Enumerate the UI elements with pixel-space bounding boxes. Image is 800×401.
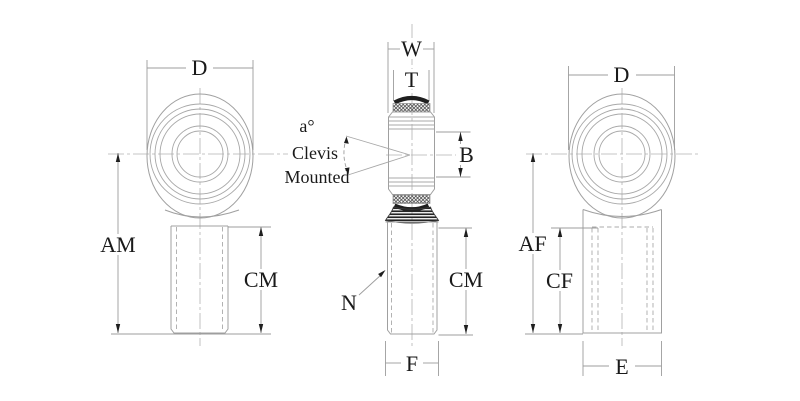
arrowhead <box>115 324 121 333</box>
housing-circle <box>149 103 251 205</box>
dim-label-am: AM <box>100 232 135 257</box>
arrowhead <box>344 167 350 175</box>
dim-label-cf: CF <box>546 268 573 293</box>
top-race-cap <box>393 95 430 105</box>
arrowhead <box>463 325 469 334</box>
misalignment-line-lower <box>347 154 411 176</box>
arrowhead <box>557 324 563 333</box>
arrowhead <box>378 270 386 278</box>
dim-label-f: F <box>406 351 418 376</box>
arrowhead <box>258 227 264 236</box>
bore-chamfer-circle <box>171 125 229 183</box>
label-mask <box>457 144 476 165</box>
dim-label-d-left: D <box>192 55 208 80</box>
arrowhead <box>458 132 463 141</box>
housing-ring-lines <box>389 116 435 187</box>
side-view: W T a° Clevis Mounted <box>285 24 483 376</box>
label-mask <box>546 270 574 291</box>
dim-label-d-right: D <box>614 62 630 87</box>
ball-housing-outline <box>388 111 435 195</box>
label-mask <box>450 269 482 290</box>
head-outline <box>568 93 676 219</box>
race-circle <box>576 108 668 200</box>
front-view-female: D AF CF E <box>518 62 698 379</box>
arrowhead <box>115 153 121 162</box>
race-circle <box>154 108 246 200</box>
label-mask <box>401 38 422 59</box>
arrowhead <box>530 153 536 162</box>
dim-label-w: W <box>401 36 422 61</box>
bottom-hatch-band <box>392 194 431 204</box>
housing-circle <box>571 103 673 205</box>
label-mask <box>102 234 134 255</box>
leader-line <box>358 274 382 296</box>
dim-label-e: E <box>615 354 628 379</box>
arrowhead <box>463 228 469 237</box>
angle-note-mounted: Mounted <box>285 167 350 187</box>
shank-outline <box>170 225 229 334</box>
head-skirt-arc <box>164 209 240 218</box>
bore-chamfer-circle <box>593 125 651 183</box>
angle-note-clevis: Clevis <box>292 143 338 163</box>
label-mask <box>245 269 277 290</box>
arrowhead <box>458 168 463 177</box>
dim-label-n: N <box>341 290 357 315</box>
top-hatch-band <box>392 103 431 113</box>
head-outline <box>146 93 254 219</box>
dim-label-cm-left: CM <box>244 267 278 292</box>
arrowhead <box>344 136 349 144</box>
body-outline <box>582 209 662 334</box>
front-view-male: D AM CM <box>100 55 288 346</box>
dim-label-t: T <box>405 67 419 92</box>
bore-circle <box>598 130 646 178</box>
ball-circle <box>581 113 663 195</box>
misalignment-line-upper <box>345 135 411 156</box>
flared-thread-neck <box>384 206 440 224</box>
arrowhead <box>530 324 536 333</box>
dim-label-af: AF <box>518 231 546 256</box>
angle-note-degree: a° <box>299 116 314 136</box>
ball-circle <box>159 113 241 195</box>
label-mask <box>518 233 548 254</box>
dim-label-b: B <box>459 142 474 167</box>
arrowhead <box>557 228 563 237</box>
arrowhead <box>258 324 264 333</box>
bore-circle <box>176 130 224 178</box>
shank-outline <box>385 221 439 335</box>
dim-label-cm-mid: CM <box>449 267 483 292</box>
label-mask <box>403 69 420 89</box>
